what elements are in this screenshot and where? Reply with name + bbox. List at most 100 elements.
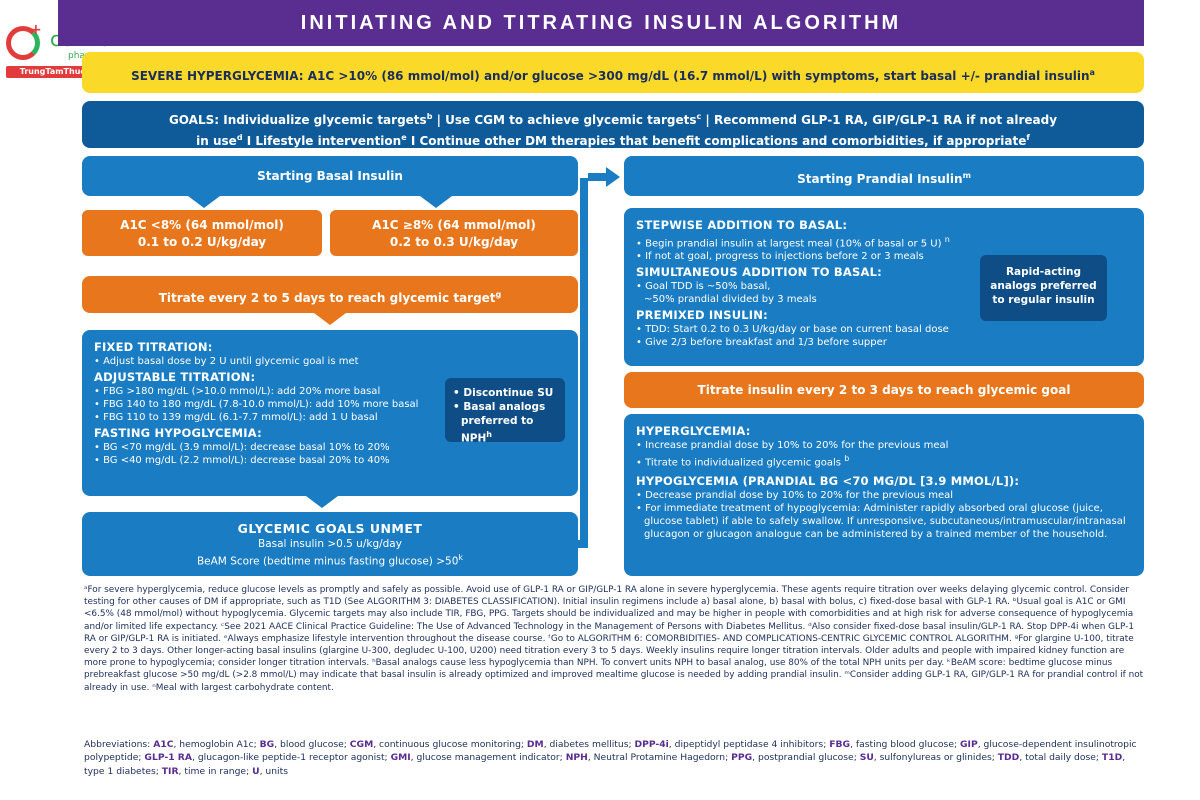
goals-text-2b: I Lifestyle intervention [242, 134, 402, 148]
logo-ring-icon [6, 26, 40, 60]
goals-sup-e: e [401, 133, 407, 142]
goals-sup-c: c [696, 112, 702, 121]
list-item: • Decrease prandial dose by 10% to 20% f… [636, 490, 954, 502]
goals-unmet-sup: k [458, 553, 464, 562]
list-item-text: Goal TDD is ~50% basal, [645, 281, 771, 293]
a1c-low-box: A1C <8% (64 mmol/mol) 0.1 to 0.2 U/kg/da… [82, 210, 322, 256]
page-title: INITIATING AND TITRATING INSULIN ALGORIT… [58, 0, 1144, 46]
goals-text-2a: in use [196, 134, 237, 148]
goals-text-1b: | Use CGM to achieve glycemic targets [432, 113, 697, 127]
list-item: • BG <70 mg/dL (3.9 mmol/L): decrease ba… [94, 442, 390, 453]
goals-sup-b: b [426, 112, 433, 121]
fasting-hypoglycemia-title: FASTING HYPOGLYCEMIA: [94, 426, 262, 440]
a1c-high-threshold: A1C ≥8% (64 mmol/mol) [372, 218, 536, 232]
list-item-text: Discontinue SU [463, 387, 554, 399]
list-item: • FBG 140 to 180 mg/dL (7.8-10.0 mmol/L)… [94, 399, 419, 410]
list-item-text: FBG >180 mg/dL (>10.0 mmol/L): add 20% m… [103, 386, 381, 397]
arrow-right-icon [606, 167, 620, 187]
arrow-down-icon [314, 313, 346, 325]
abbrev-value: , Neutral Protamine Hagedorn; [587, 752, 732, 764]
list-item-text: preferred to NPH [461, 415, 534, 445]
goals-text-2c: I Continue other DM therapies that benef… [406, 134, 1027, 148]
list-item-text: FBG 110 to 139 mg/dL (6.1-7.7 mmol/L): a… [103, 412, 378, 423]
abbrev-value: , time in range; [178, 765, 253, 777]
prandial-header-text: Starting Prandial Insulin [797, 172, 963, 186]
arrow-down-icon [420, 196, 452, 208]
abbrev-value: , continuous glucose monitoring; [373, 739, 527, 750]
abbrev-value: , postprandial glucose; [752, 752, 860, 764]
list-item: • Basal analogs [453, 401, 546, 413]
abbrev-label: Abbreviations: [84, 739, 154, 750]
starting-basal-header: Starting Basal Insulin [82, 156, 578, 196]
severe-text: SEVERE HYPERGLYCEMIA: A1C >10% (86 mmol/… [131, 69, 1090, 83]
connector-line [588, 173, 608, 181]
list-item-text: BG <40 mg/dL (2.2 mmol/L): decrease basa… [103, 455, 390, 466]
list-item: • If not at goal, progress to injections… [636, 251, 924, 263]
list-item-text: Decrease prandial dose by 10% to 20% for… [645, 490, 954, 502]
abbrev-value: , diabetes mellitus; [543, 739, 635, 750]
abbrev-value: , glucagon-like peptide-1 receptor agoni… [191, 752, 391, 764]
list-item: • Increase prandial dose by 10% to 20% f… [636, 440, 949, 451]
abbrev-value: , type 1 diabetes; [84, 752, 1126, 777]
arrow-down-icon [306, 496, 338, 508]
abbrev-key: PPG [731, 752, 753, 764]
adjustable-titration-title: ADJUSTABLE TITRATION: [94, 370, 256, 384]
rapid-line: analogs preferred [990, 280, 1097, 292]
goals-unmet-line2: BeAM Score (bedtime minus fasting glucos… [196, 555, 459, 568]
abbrev-value: , total daily dose; [1019, 752, 1102, 764]
abbreviations: Abbreviations: A1C, hemoglobin A1c; BG, … [84, 738, 1144, 778]
abbrev-value: , fasting blood glucose; [850, 739, 960, 750]
goals-sup-f: f [1026, 133, 1030, 142]
list-item-text: Begin prandial insulin at largest meal (… [645, 238, 942, 250]
list-item: • FBG >180 mg/dL (>10.0 mmol/L): add 20%… [94, 386, 381, 397]
abbrev-value: , sulfonylureas or glinides; [873, 752, 998, 764]
list-item: • BG <40 mg/dL (2.2 mmol/L): decrease ba… [94, 455, 390, 466]
a1c-low-dose: 0.1 to 0.2 U/kg/day [137, 235, 267, 249]
abbrev-value: , glucose management indicator; [410, 752, 566, 764]
abbrev-key: GMI [390, 752, 411, 764]
goals-line-2: in used I Lifestyle interventione I Cont… [82, 129, 1144, 150]
prandial-adjustment-panel: HYPERGLYCEMIA: • Increase prandial dose … [624, 414, 1144, 576]
severe-sup: a [1089, 68, 1095, 77]
stepwise-sup: n [944, 235, 950, 244]
list-item: • Discontinue SU [453, 387, 554, 399]
list-item-text: BG <70 mg/dL (3.9 mmol/L): decrease basa… [103, 442, 390, 453]
goals-unmet-title: GLYCEMIC GOALS UNMET [237, 521, 423, 536]
rapid-acting-box: Rapid-acting analogs preferred to regula… [980, 255, 1107, 321]
list-item: • Titrate to individualized glycemic goa… [636, 454, 850, 469]
abbrev-value: , hemoglobin A1c; [173, 739, 260, 750]
list-item: ~50% prandial divided by 3 meals [636, 293, 1132, 306]
titrate-basal-bar: Titrate every 2 to 5 days to reach glyce… [82, 276, 578, 313]
list-item-text: Basal analogs [463, 401, 546, 413]
list-item: • Goal TDD is ~50% basal, [636, 281, 771, 293]
stepwise-title: STEPWISE ADDITION TO BASAL: [636, 218, 848, 232]
rapid-line: Rapid-acting [1005, 266, 1082, 278]
goals-line-1: GOALS: Individualize glycemic targetsb |… [82, 108, 1144, 129]
hypoglycemia-title: HYPOGLYCEMIA (PRANDIAL BG <70 MG/DL [3.9… [636, 474, 1020, 489]
goals-sup-d: d [236, 133, 243, 142]
abbrev-key: T1D [1101, 752, 1123, 764]
list-item-text: FBG 140 to 180 mg/dL (7.8-10.0 mmol/L): … [103, 399, 419, 410]
goals-unmet-line1: Basal insulin >0.5 u/kg/day [258, 538, 402, 550]
footnotes: ᵃFor severe hyperglycemia, reduce glucos… [84, 585, 1144, 693]
titrate-basal-sup: g [495, 290, 502, 299]
severe-hyperglycemia-banner: SEVERE HYPERGLYCEMIA: A1C >10% (86 mmol/… [82, 52, 1144, 93]
abbrev-key: SU [859, 752, 874, 764]
list-item-text: Adjust basal dose by 2 U until glycemic … [103, 356, 359, 367]
abbrev-key: TIR [161, 765, 179, 777]
a1c-high-box: A1C ≥8% (64 mmol/mol) 0.2 to 0.3 U/kg/da… [330, 210, 578, 256]
discontinue-su-box: • Discontinue SU • Basal analogs preferr… [445, 378, 565, 445]
prandial-header-sup: m [962, 171, 971, 180]
list-item: • TDD: Start 0.2 to 0.3 U/kg/day or base… [636, 324, 949, 336]
abbrev-key: FBG [829, 739, 851, 750]
abbrev-key: GLP-1 RA [144, 752, 192, 764]
list-item-text: Increase prandial dose by 10% to 20% for… [645, 440, 949, 451]
list-item: • For immediate treatment of hypoglycemi… [636, 503, 1126, 541]
basal-titration-panel: FIXED TITRATION: • Adjust basal dose by … [82, 330, 578, 496]
goals-banner: GOALS: Individualize glycemic targetsb |… [82, 101, 1144, 148]
abbrev-value: , units [259, 765, 288, 777]
list-item-text: ~50% prandial divided by 3 meals [644, 294, 817, 306]
abbrev-key: GIP [960, 739, 978, 750]
goals-unmet-line2-wrap: BeAM Score (bedtime minus fasting glucos… [82, 551, 578, 569]
a1c-low-threshold: A1C <8% (64 mmol/mol) [120, 218, 284, 232]
